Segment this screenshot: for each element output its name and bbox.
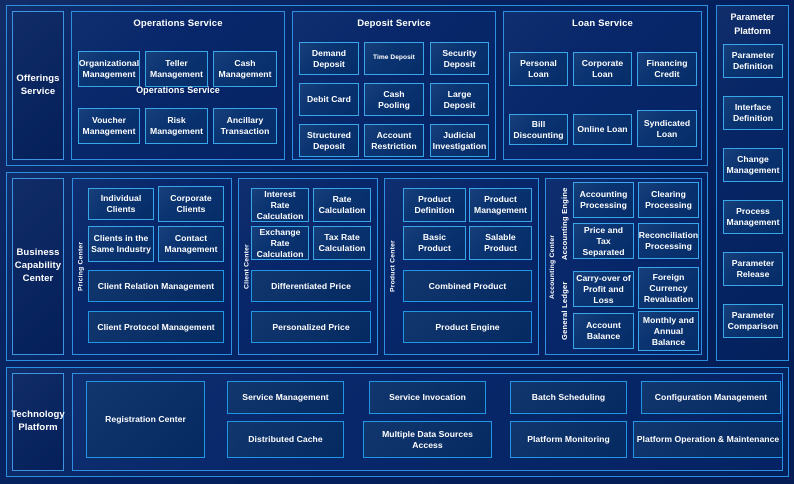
vlabel-accounting-engine: Accounting Engine: [560, 187, 569, 261]
cell-risk-management[interactable]: Risk Management: [145, 108, 208, 144]
cell-parameter-definition[interactable]: Parameter Definition: [723, 44, 783, 78]
row-label-business-capability-center: Business Capability Center: [12, 178, 64, 355]
cell-clients-in-the-same-industry[interactable]: Clients in the Same Industry: [88, 226, 154, 262]
cell-structured-deposit[interactable]: Structured Deposit: [299, 124, 359, 157]
cell-organizational-management[interactable]: Organizational Management: [78, 51, 140, 87]
side-column-title-line1: Parameter: [730, 12, 775, 22]
cell-rate-calculation[interactable]: Rate Calculation: [313, 188, 371, 222]
cell-ancillary-transaction[interactable]: Ancillary Transaction: [213, 108, 277, 144]
vlabel-general-ledger: General Ledger: [560, 281, 569, 341]
cell-exchange-rate-calculation[interactable]: Exchange Rate Calculation: [251, 226, 309, 260]
vlabel-product-center: Product Center: [389, 240, 397, 293]
cell-online-loan[interactable]: Online Loan: [573, 114, 632, 145]
cell-syndicated-loan[interactable]: Syndicated Loan: [637, 110, 697, 147]
vlabel-accounting-center: Accounting Center: [549, 234, 556, 299]
cell-tax-rate-calculation[interactable]: Tax Rate Calculation: [313, 226, 371, 260]
row-label-line1: Technology: [11, 409, 65, 421]
side-column-title: Parameter Platform: [716, 11, 789, 43]
cell-corporate-clients[interactable]: Corporate Clients: [158, 186, 224, 222]
group-title-deposit-service: Deposit Service: [357, 18, 431, 29]
cell-client-relation-management[interactable]: Client Relation Management: [88, 270, 224, 302]
cell-configuration-management[interactable]: Configuration Management: [641, 381, 781, 414]
group-title-loan-service: Loan Service: [572, 18, 633, 29]
cell-client-protocol-management[interactable]: Client Protocol Management: [88, 311, 224, 343]
cell-platform-monitoring[interactable]: Platform Monitoring: [510, 421, 627, 458]
cell-contact-management[interactable]: Contact Management: [158, 226, 224, 262]
cell-multiple-data-sources-access[interactable]: Multiple Data Sources Access: [363, 421, 492, 458]
cell-accounting-processing[interactable]: Accounting Processing: [573, 182, 634, 218]
cell-personalized-price[interactable]: Personalized Price: [251, 311, 371, 343]
cell-product-definition[interactable]: Product Definition: [403, 188, 466, 222]
cell-foreign-currency-revaluation[interactable]: Foreign Currency Revaluation: [638, 267, 699, 309]
cell-basic-product[interactable]: Basic Product: [403, 226, 466, 260]
group-title-operations-service: Operations Service: [133, 18, 223, 29]
cell-monthly-and-annual-balance[interactable]: Monthly and Annual Balance: [638, 311, 699, 351]
cell-demand-deposit[interactable]: Demand Deposit: [299, 42, 359, 75]
cell-price-and-tax-separated[interactable]: Price and Tax Separated: [573, 223, 634, 259]
cell-account-restriction[interactable]: Account Restriction: [364, 124, 424, 157]
cell-change-management[interactable]: Change Management: [723, 148, 783, 182]
cell-distributed-cache[interactable]: Distributed Cache: [227, 421, 344, 458]
cell-clearing-processing[interactable]: Clearing Processing: [638, 182, 699, 218]
row-label-line2: Platform: [18, 422, 58, 433]
cell-registration-center[interactable]: Registration Center: [86, 381, 205, 458]
row-label-technology-platform: Technology Platform: [11, 373, 65, 471]
cell-personal-loan[interactable]: Personal Loan: [509, 52, 568, 86]
cell-corporate-loan[interactable]: Corporate Loan: [573, 52, 632, 86]
cell-large-deposit[interactable]: Large Deposit: [430, 83, 489, 116]
cell-parameter-release[interactable]: Parameter Release: [723, 252, 783, 286]
cell-platform-operation-and-maintenance[interactable]: Platform Operation & Maintenance: [633, 421, 783, 458]
cell-cash-pooling[interactable]: Cash Pooling: [364, 83, 424, 116]
cell-individual-clients[interactable]: Individual Clients: [88, 188, 154, 220]
cell-cash-management[interactable]: Cash Management: [213, 51, 277, 87]
cell-voucher-management[interactable]: Voucher Management: [78, 108, 140, 144]
cell-security-deposit[interactable]: Security Deposit: [430, 42, 489, 75]
cell-service-invocation[interactable]: Service Invocation: [369, 381, 486, 414]
cell-judicial-investigation[interactable]: Judicial Investigation: [430, 124, 489, 157]
cell-differentiated-price[interactable]: Differentiated Price: [251, 270, 371, 302]
vlabel-pricing-center: Pricing Center: [77, 241, 85, 292]
row-label-line1: Offerings: [16, 72, 60, 84]
row-label-offerings-service: Offerings Service: [12, 11, 64, 160]
cell-debit-card[interactable]: Debit Card: [299, 83, 359, 116]
row-label-line2: Service: [20, 85, 56, 97]
group-title-operations-service-duplicate: Operations Service: [136, 85, 220, 95]
row-label-line3: Center: [22, 272, 54, 284]
row-label-line2: Capability: [14, 260, 62, 272]
cell-product-management[interactable]: Product Management: [469, 188, 532, 222]
cell-product-engine[interactable]: Product Engine: [403, 311, 532, 343]
cell-interface-definition[interactable]: Interface Definition: [723, 96, 783, 130]
cell-combined-product[interactable]: Combined Product: [403, 270, 532, 302]
cell-carry-over-of-profit-and-loss[interactable]: Carry-over of Profit and Loss: [573, 271, 634, 307]
cell-service-management[interactable]: Service Management: [227, 381, 344, 414]
cell-interest-rate-calculation[interactable]: Interest Rate Calculation: [251, 188, 309, 222]
cell-salable-product[interactable]: Salable Product: [469, 226, 532, 260]
cell-teller-management[interactable]: Teller Management: [145, 51, 208, 87]
cell-process-management[interactable]: Process Management: [723, 200, 783, 234]
cell-financing-credit[interactable]: Financing Credit: [637, 52, 697, 86]
cell-account-balance[interactable]: Account Balance: [573, 313, 634, 349]
row-label-line1: Business: [16, 247, 60, 259]
cell-batch-scheduling[interactable]: Batch Scheduling: [510, 381, 627, 414]
cell-bill-discounting[interactable]: Bill Discounting: [509, 114, 568, 145]
cell-parameter-comparison[interactable]: Parameter Comparison: [723, 304, 783, 338]
side-column-title-line2: Platform: [734, 25, 771, 36]
cell-time-deposit[interactable]: Time Deposit: [364, 42, 424, 75]
cell-reconciliation-processing[interactable]: Reconciliation Processing: [638, 223, 699, 259]
